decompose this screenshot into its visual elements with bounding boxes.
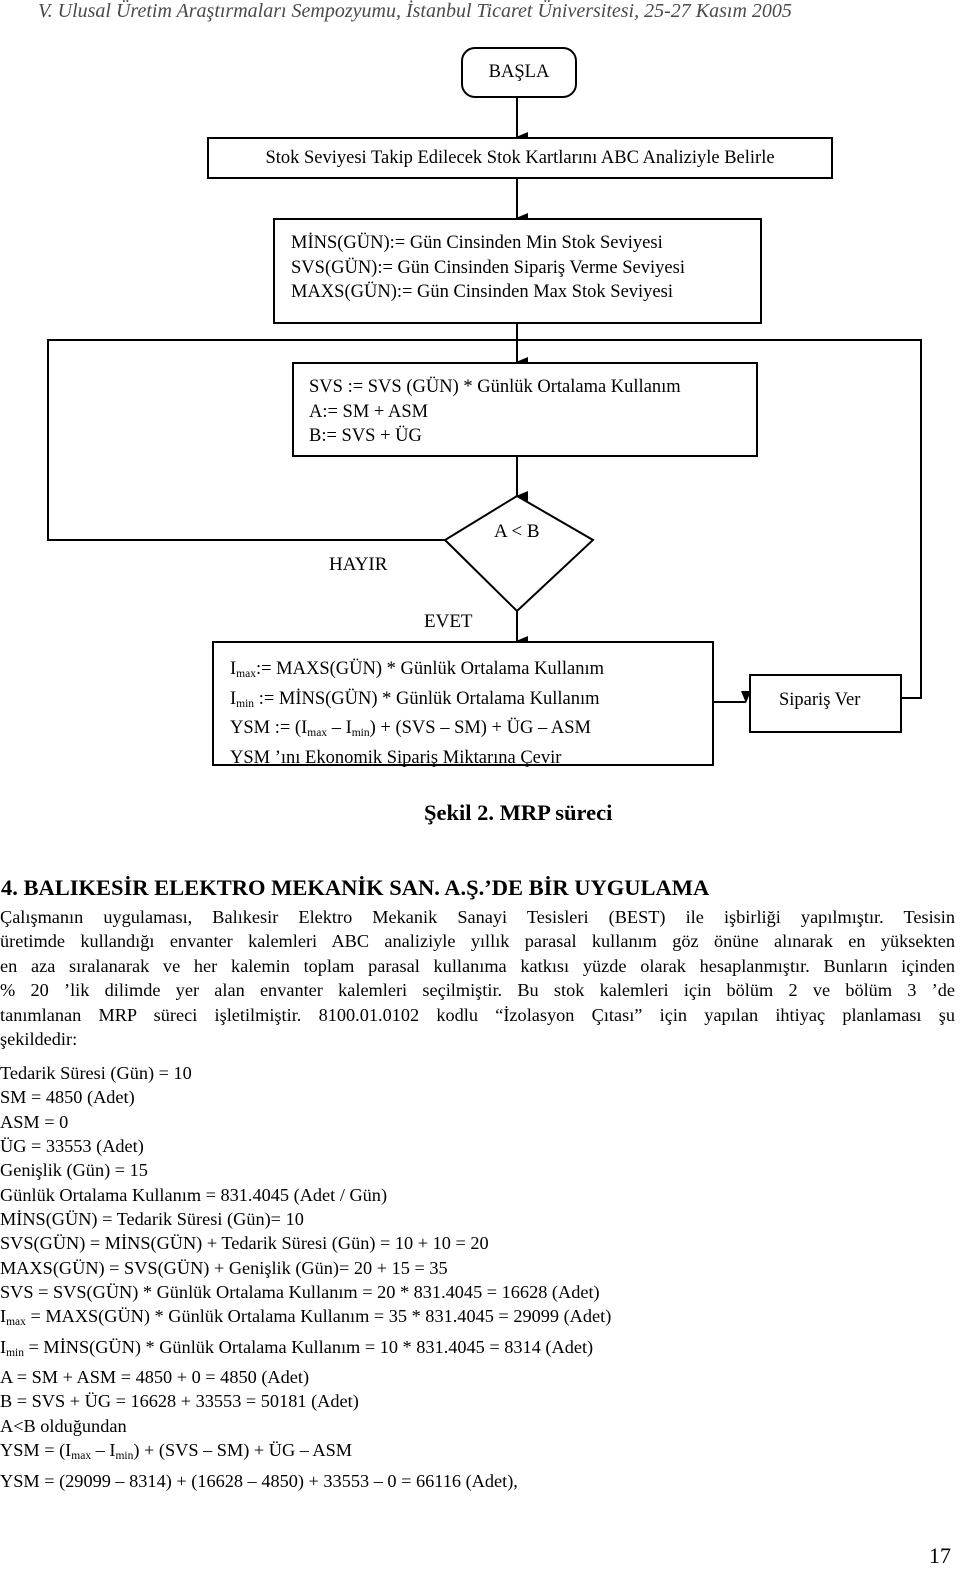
calc-line: ASM = 0 <box>0 1111 69 1132</box>
step3-line: SVS := SVS (GÜN) * Günlük Ortalama Kulla… <box>309 377 681 397</box>
calc-line: YSM = (Imax – Imin) + (SVS – SM) + ÜG – … <box>0 1440 353 1463</box>
body-paragraph: Çalışmanın uygulaması, Balıkesir Elektro… <box>0 905 955 1051</box>
calc-line: Imin = MİNS(GÜN) * Günlük Ortalama Kulla… <box>0 1336 594 1359</box>
calc-line: A = SM + ASM = 4850 + 0 = 4850 (Adet) <box>0 1367 310 1388</box>
running-header: V. Ulusal Üretim Araştırmaları Sempozyum… <box>38 0 792 22</box>
calc-line: Imax = MAXS(GÜN) * Günlük Ortalama Kulla… <box>0 1306 612 1329</box>
loop-no-branch <box>47 339 517 541</box>
step2-line: MİNS(GÜN):= Gün Cinsinden Min Stok Seviy… <box>291 233 663 253</box>
calc-line: SM = 4850 (Adet) <box>0 1087 135 1108</box>
step-place-order: Sipariş Ver <box>749 674 902 733</box>
paragraph-line: tanımlanan MRP süreci işletilmiştir. 810… <box>0 1004 955 1025</box>
step4-line-ysm: YSM := (Imax – Imin) + (SVS – SM) + ÜG –… <box>230 718 591 739</box>
step4-line-imax: Imax:= MAXS(GÜN) * Günlük Ortalama Kulla… <box>230 659 604 680</box>
no-branch-label: HAYIR <box>329 554 388 575</box>
step-abc-analysis: Stok Seviyesi Takip Edilecek Stok Kartla… <box>207 137 833 179</box>
page-number: 17 <box>929 1543 951 1568</box>
calc-line: ÜG = 33553 (Adet) <box>0 1136 144 1157</box>
section-heading: 4. BALIKESİR ELEKTRO MEKANİK SAN. A.Ş.’D… <box>1 875 710 900</box>
loop-order-branch <box>517 339 922 699</box>
step-compute-ysm: Imax:= MAXS(GÜN) * Günlük Ortalama Kulla… <box>212 641 714 768</box>
order-label: Sipariş Ver <box>779 690 861 710</box>
step4-line-eoq: YSM ’ını Ekonomik Sipariş Miktarına Çevi… <box>230 747 562 768</box>
calc-line: SVS = SVS(GÜN) * Günlük Ortalama Kullanı… <box>0 1282 600 1303</box>
decision-label: A < B <box>494 521 540 542</box>
flowchart-connectors <box>47 96 922 703</box>
start-label: BAŞLA <box>488 62 550 83</box>
calc-line: B = SVS + ÜG = 16628 + 33553 = 50181 (Ad… <box>0 1391 359 1412</box>
paragraph-line: en aza sıralanarak ve her kalemin toplam… <box>0 955 955 976</box>
step2-line: SVS(GÜN):= Gün Cinsinden Sipariş Verme S… <box>291 257 685 278</box>
paragraph-line: % 20 ’lik dilimde yer alan envanter kale… <box>0 980 955 1001</box>
step3-line: B:= SVS + ÜG <box>309 426 422 446</box>
step-compute-a-b: SVS := SVS (GÜN) * Günlük Ortalama Kulla… <box>292 362 758 457</box>
calc-line: Günlük Ortalama Kullanım = 831.4045 (Ade… <box>0 1184 388 1205</box>
step2-line: MAXS(GÜN):= Gün Cinsinden Max Stok Seviy… <box>291 282 673 302</box>
calc-line: SVS(GÜN) = MİNS(GÜN) + Tedarik Süresi (G… <box>0 1233 489 1254</box>
step1-text: Stok Seviyesi Takip Edilecek Stok Kartla… <box>265 147 775 168</box>
calc-line: A<B olduğundan <box>0 1415 127 1436</box>
calc-line: Tedarik Süresi (Gün) = 10 <box>0 1063 192 1083</box>
paragraph-line: Çalışmanın uygulaması, Balıkesir Elektro… <box>0 907 955 927</box>
calculation-list: Tedarik Süresi (Gün) = 10 SM = 4850 (Ade… <box>0 1061 611 1493</box>
calc-line: YSM = (29099 – 8314) + (16628 – 4850) + … <box>0 1470 518 1491</box>
calc-line: Genişlik (Gün) = 15 <box>0 1160 148 1181</box>
paragraph-line: üretimde kullandığı envanter kalemleri A… <box>0 931 955 952</box>
step3-line: A:= SM + ASM <box>309 401 429 422</box>
calc-line: MAXS(GÜN) = SVS(GÜN) + Genişlik (Gün)= 2… <box>0 1257 448 1278</box>
step4-line-imin: Imin := MİNS(GÜN) * Günlük Ortalama Kull… <box>230 688 600 710</box>
yes-branch-label: EVET <box>424 611 473 632</box>
paragraph-line: şekildedir: <box>0 1029 78 1050</box>
decision-diamond <box>443 494 595 613</box>
figure-caption: Şekil 2. MRP süreci <box>424 800 613 825</box>
start-terminal: BAŞLA <box>461 47 577 98</box>
step-define-levels: MİNS(GÜN):= Gün Cinsinden Min Stok Seviy… <box>273 218 762 324</box>
calc-line: MİNS(GÜN) = Tedarik Süresi (Gün)= 10 <box>0 1209 304 1230</box>
